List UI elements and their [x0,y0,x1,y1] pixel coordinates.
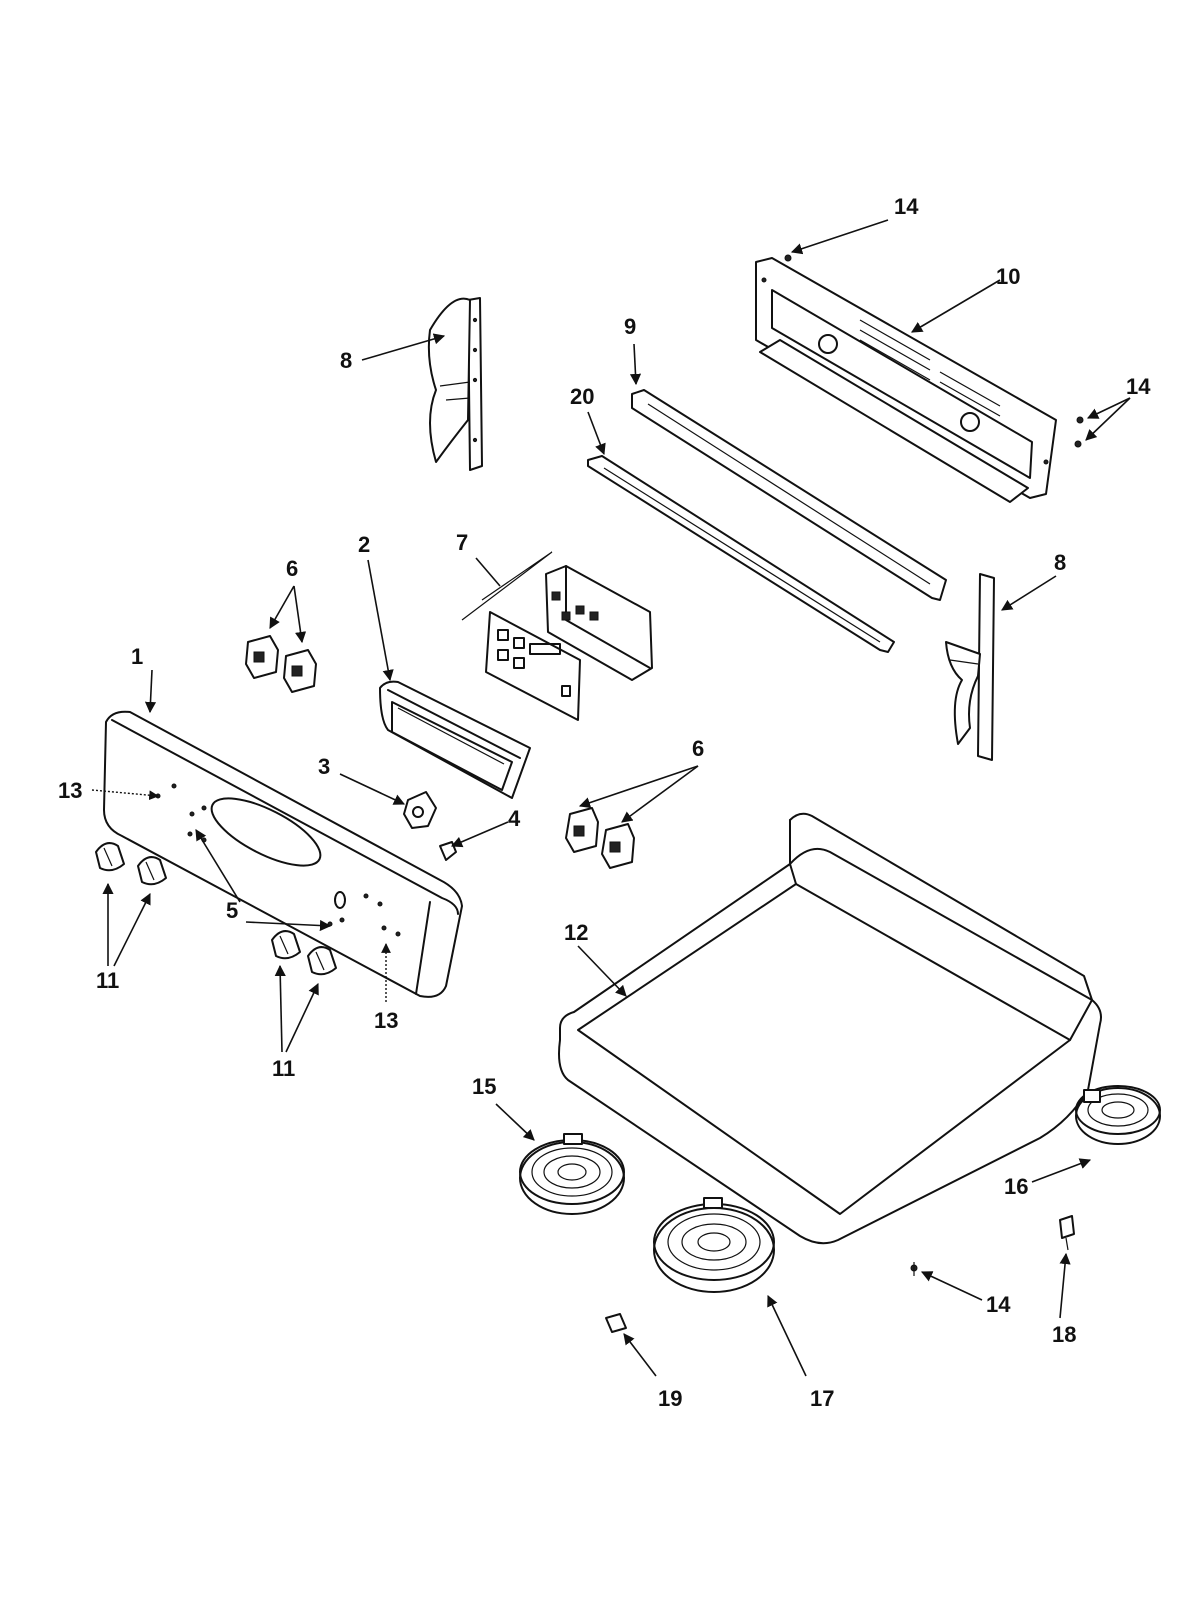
callout-5: 5 [226,898,238,923]
part-10-rear-vent-panel [755,257,1057,503]
callout-8-right: 8 [1054,550,1066,575]
part-18-fastener [1059,1215,1075,1251]
part-11-knobs-right [271,930,337,976]
part-12-cooktop [558,812,1102,1245]
part-19-clip [605,1313,627,1333]
part-15-burner [519,1133,625,1215]
callout-11-right: 11 [272,1056,295,1081]
callout-16: 16 [1004,1174,1028,1199]
part-20-strip [587,455,895,653]
part-2-display-trim [379,680,531,799]
callout-2: 2 [358,532,370,557]
callout-13-left: 13 [58,778,82,803]
part-7-control-board [461,551,653,721]
callout-labels: 1 2 3 4 5 6 6 7 8 8 9 10 11 11 12 13 13 … [58,194,1151,1411]
callout-8-left: 8 [340,348,352,373]
part-8-left-end-bracket [427,297,483,471]
part-1-control-panel [103,710,463,998]
callout-20: 20 [570,384,594,409]
part-3-indicator-light [403,791,437,829]
callout-15: 15 [472,1074,496,1099]
callout-9: 9 [624,314,636,339]
callout-3: 3 [318,754,330,779]
callout-19: 19 [658,1386,682,1411]
part-6-switches-upper [245,635,317,693]
callout-12: 12 [564,920,588,945]
callout-13-right: 13 [374,1008,398,1033]
callout-14-bottom: 14 [986,1292,1011,1317]
part-11-knobs-left [95,842,167,886]
part-8-right-end-bracket [945,573,995,761]
part-14-screws [784,254,1084,1276]
callout-18: 18 [1052,1322,1076,1347]
leader-lines [91,219,1131,1377]
callout-11-left: 11 [96,968,119,993]
callout-1: 1 [131,644,143,669]
part-9-rail [631,389,947,601]
callout-7: 7 [456,530,468,555]
part-17-burner [653,1197,775,1293]
part-6-switches-lower [565,807,635,869]
callout-4: 4 [508,806,521,831]
callout-14-top: 14 [894,194,919,219]
part-16-burner [1075,1085,1161,1145]
callout-6-upper: 6 [286,556,298,581]
callout-10: 10 [996,264,1020,289]
callout-6-lower: 6 [692,736,704,761]
callout-17: 17 [810,1386,834,1411]
callout-14-right: 14 [1126,374,1151,399]
